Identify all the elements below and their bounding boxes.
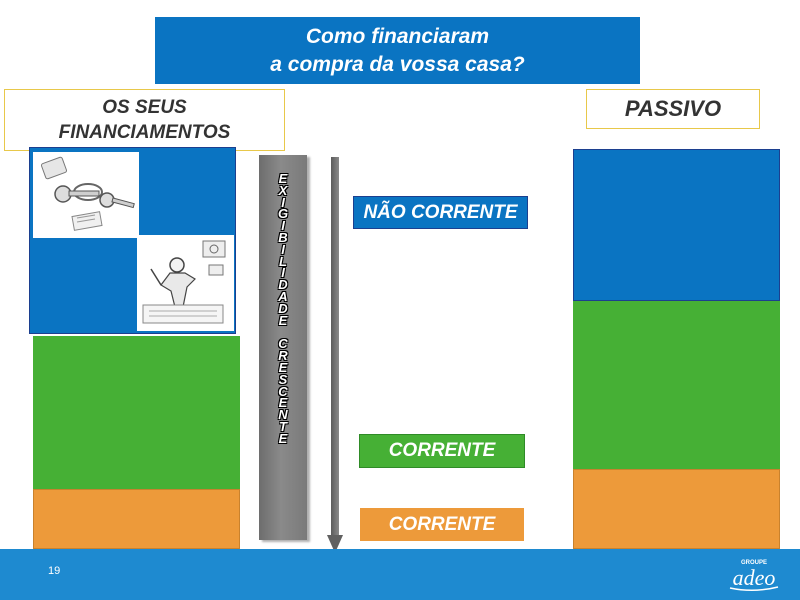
logo-small-text: GROUPE — [741, 560, 767, 566]
liabilities-orange-block — [573, 469, 780, 549]
cresc-letter: C — [278, 336, 288, 352]
exigibility-bar: E X I G I B I L I D A D E C R E S C E N … — [259, 155, 307, 540]
house-keys-icon — [33, 152, 139, 238]
exig-letter: I — [281, 241, 285, 257]
liabilities-blue-block — [573, 149, 780, 301]
non-current-label: NÃO CORRENTE — [353, 196, 528, 229]
exig-letter: B — [278, 229, 288, 245]
liabilities-header-label: PASSIVO — [624, 96, 722, 121]
exig-letter: G — [277, 206, 289, 222]
exig-letter: I — [281, 218, 285, 234]
exig-letter: E — [278, 171, 288, 186]
down-arrow-shaft — [331, 157, 339, 537]
slide-title: Como financiaram a compra da vossa casa? — [155, 17, 640, 84]
footer-bar — [0, 549, 800, 600]
exig-letter: A — [278, 288, 288, 304]
financing-header: OS SEUS FINANCIAMENTOS — [4, 89, 285, 151]
exig-letter: I — [281, 194, 285, 210]
cresc-letter: C — [278, 383, 288, 399]
financing-header-line-2: FINANCIAMENTOS — [58, 122, 231, 143]
financing-orange-block — [33, 489, 240, 549]
current-label-green: CORRENTE — [359, 434, 525, 468]
arrow-down-icon — [327, 535, 343, 553]
financing-illustration-block — [29, 147, 236, 334]
cresc-letter: N — [278, 407, 288, 423]
cresc-letter: E — [278, 359, 288, 375]
slide-title-line-2: a compra da vossa casa? — [270, 52, 525, 76]
cresc-letter: E — [278, 395, 288, 411]
exig-letter: X — [278, 182, 288, 198]
cresc-letter: T — [279, 418, 287, 434]
page-number: 19 — [48, 565, 61, 577]
exig-letter: L — [279, 253, 287, 269]
exigibility-text: E X I G I B I L I D A D E C R E S C E N … — [259, 171, 307, 446]
cresc-letter: S — [278, 371, 288, 387]
current-label-orange: CORRENTE — [360, 508, 524, 541]
exig-letter: D — [278, 277, 288, 293]
financing-header-line-1: OS SEUS — [102, 97, 187, 118]
exig-letter: I — [281, 265, 285, 281]
cresc-letter: E — [278, 430, 288, 446]
exig-letter: D — [278, 300, 288, 316]
cresc-letter: R — [278, 348, 288, 364]
exig-letter: E — [278, 312, 288, 328]
liabilities-header: PASSIVO — [586, 89, 760, 129]
person-with-documents-icon — [137, 235, 234, 331]
adeo-logo: GROUPE adeo — [724, 555, 784, 593]
slide-title-line-1: Como financiaram — [305, 24, 490, 48]
liabilities-green-block — [573, 301, 780, 469]
financing-green-block — [33, 336, 240, 506]
logo-main-text: adeo — [733, 565, 776, 590]
